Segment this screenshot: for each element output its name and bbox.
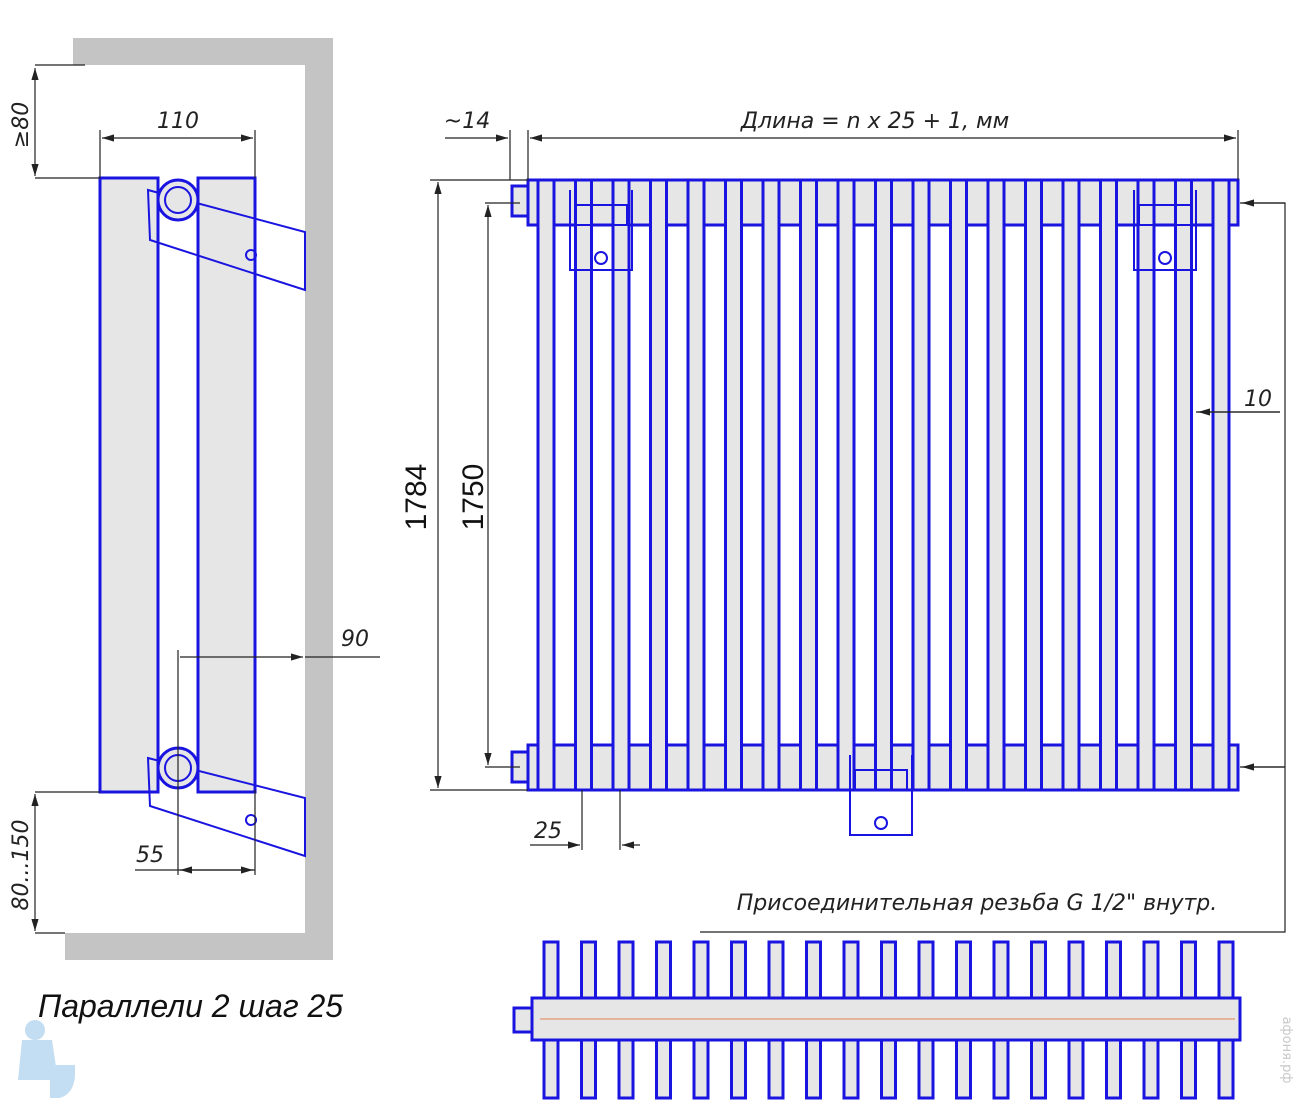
front-tube-back bbox=[543, 225, 549, 745]
plan-tube-bottom bbox=[767, 1038, 785, 1100]
plan-tube-bottom bbox=[1030, 1038, 1047, 1100]
front-tube-back bbox=[580, 225, 587, 745]
front-tube-back bbox=[993, 225, 999, 745]
plan-tube-bottom bbox=[1180, 1038, 1197, 1100]
plan-tube-top bbox=[655, 940, 672, 1000]
plan-view bbox=[512, 940, 1242, 1100]
plan-tube-top bbox=[730, 940, 747, 1000]
plan-tube-top bbox=[692, 940, 710, 1000]
dim-pitch: 25 bbox=[534, 819, 562, 844]
dim-clearance-top: ≥80 bbox=[9, 102, 34, 148]
caption: Параллели 2 шаг 25 bbox=[38, 988, 343, 1024]
plan-tube-top bbox=[1217, 940, 1235, 1000]
plan-tube-bottom bbox=[580, 1038, 597, 1100]
front-view: ~14 Длина = n x 25 + 1, мм 1784 1750 10 … bbox=[400, 109, 1286, 933]
front-tube-back bbox=[1068, 225, 1074, 745]
plan-tube-top bbox=[617, 940, 635, 1000]
watermark: афоня.рф bbox=[1279, 1017, 1294, 1084]
mount-bracket-right bbox=[1133, 190, 1197, 271]
plan-tube-top bbox=[542, 940, 560, 1000]
front-tube-back bbox=[618, 225, 624, 745]
front-tube-back bbox=[1180, 225, 1187, 745]
side-panel-back bbox=[196, 176, 257, 794]
dim-edge: 10 bbox=[1244, 387, 1272, 412]
plan-tube-top bbox=[1180, 940, 1197, 1000]
front-tube-back bbox=[693, 225, 699, 745]
plan-tube-bottom bbox=[805, 1038, 822, 1100]
front-tube-back bbox=[1030, 225, 1037, 745]
plan-tube-top bbox=[880, 940, 897, 1000]
side-panel-front bbox=[98, 176, 160, 794]
front-tube-back bbox=[843, 225, 849, 745]
front-tube-back bbox=[1105, 225, 1112, 745]
plan-tube-bottom bbox=[730, 1038, 747, 1100]
dim-length: Длина = n x 25 + 1, мм bbox=[740, 109, 1009, 134]
plan-tube-bottom bbox=[1217, 1038, 1235, 1100]
front-tube-back bbox=[918, 225, 924, 745]
plan-tube-bottom bbox=[617, 1038, 635, 1100]
front-tube-back bbox=[730, 225, 737, 745]
plan-tubes bbox=[542, 940, 1235, 1100]
front-tube-back bbox=[805, 225, 812, 745]
connection-note: Присоединительная резьба G 1/2" внутр. bbox=[737, 891, 1217, 916]
front-tubes bbox=[536, 178, 1231, 792]
front-tube-back bbox=[655, 225, 662, 745]
plan-tube-top bbox=[805, 940, 822, 1000]
wall bbox=[65, 38, 333, 960]
plan-tube-bottom bbox=[542, 1038, 560, 1100]
plan-tube-bottom bbox=[1067, 1038, 1085, 1100]
plan-tube-bottom bbox=[955, 1038, 972, 1100]
plan-tube-top bbox=[1030, 940, 1047, 1000]
front-tube-back bbox=[768, 225, 774, 745]
plan-tube-top bbox=[1105, 940, 1122, 1000]
plan-tube-bottom bbox=[692, 1038, 710, 1100]
plan-plug bbox=[512, 1006, 534, 1034]
plan-tube-bottom bbox=[1142, 1038, 1160, 1100]
plan-tube-top bbox=[842, 940, 860, 1000]
front-tube-back bbox=[955, 225, 962, 745]
plan-tube-top bbox=[992, 940, 1010, 1000]
plan-tube-bottom bbox=[842, 1038, 860, 1100]
plan-tube-top bbox=[1142, 940, 1160, 1000]
mount-bracket-left bbox=[569, 190, 633, 271]
plan-tube-bottom bbox=[655, 1038, 672, 1100]
front-tube-back bbox=[1218, 225, 1224, 745]
plan-tube-bottom bbox=[917, 1038, 935, 1100]
top-left-plug bbox=[510, 184, 530, 218]
plan-tube-bottom bbox=[1105, 1038, 1122, 1100]
dim-side: ~14 bbox=[444, 109, 490, 134]
plan-tube-top bbox=[955, 940, 972, 1000]
dim-axis: 55 bbox=[136, 843, 164, 868]
front-tube-back bbox=[1143, 225, 1149, 745]
top-bracket bbox=[146, 178, 306, 292]
plan-tube-top bbox=[1067, 940, 1085, 1000]
dim-clearance-bottom: 80...150 bbox=[9, 820, 34, 911]
front-tube-back bbox=[880, 225, 887, 745]
plan-tube-top bbox=[767, 940, 785, 1000]
plan-tube-top bbox=[580, 940, 597, 1000]
plumber-logo bbox=[18, 1020, 75, 1098]
dim-height-axis: 1750 bbox=[457, 464, 490, 531]
side-view: ≥80 110 90 55 80...150 Параллели 2 шаг 2… bbox=[9, 38, 380, 1098]
dim-depth: 110 bbox=[157, 109, 199, 134]
plan-tube-bottom bbox=[992, 1038, 1010, 1100]
mount-bracket-bottom bbox=[849, 755, 913, 836]
dim-wall-offset: 90 bbox=[341, 627, 369, 652]
plan-tube-bottom bbox=[880, 1038, 897, 1100]
dim-height-total: 1784 bbox=[400, 464, 433, 531]
plan-tube-top bbox=[917, 940, 935, 1000]
